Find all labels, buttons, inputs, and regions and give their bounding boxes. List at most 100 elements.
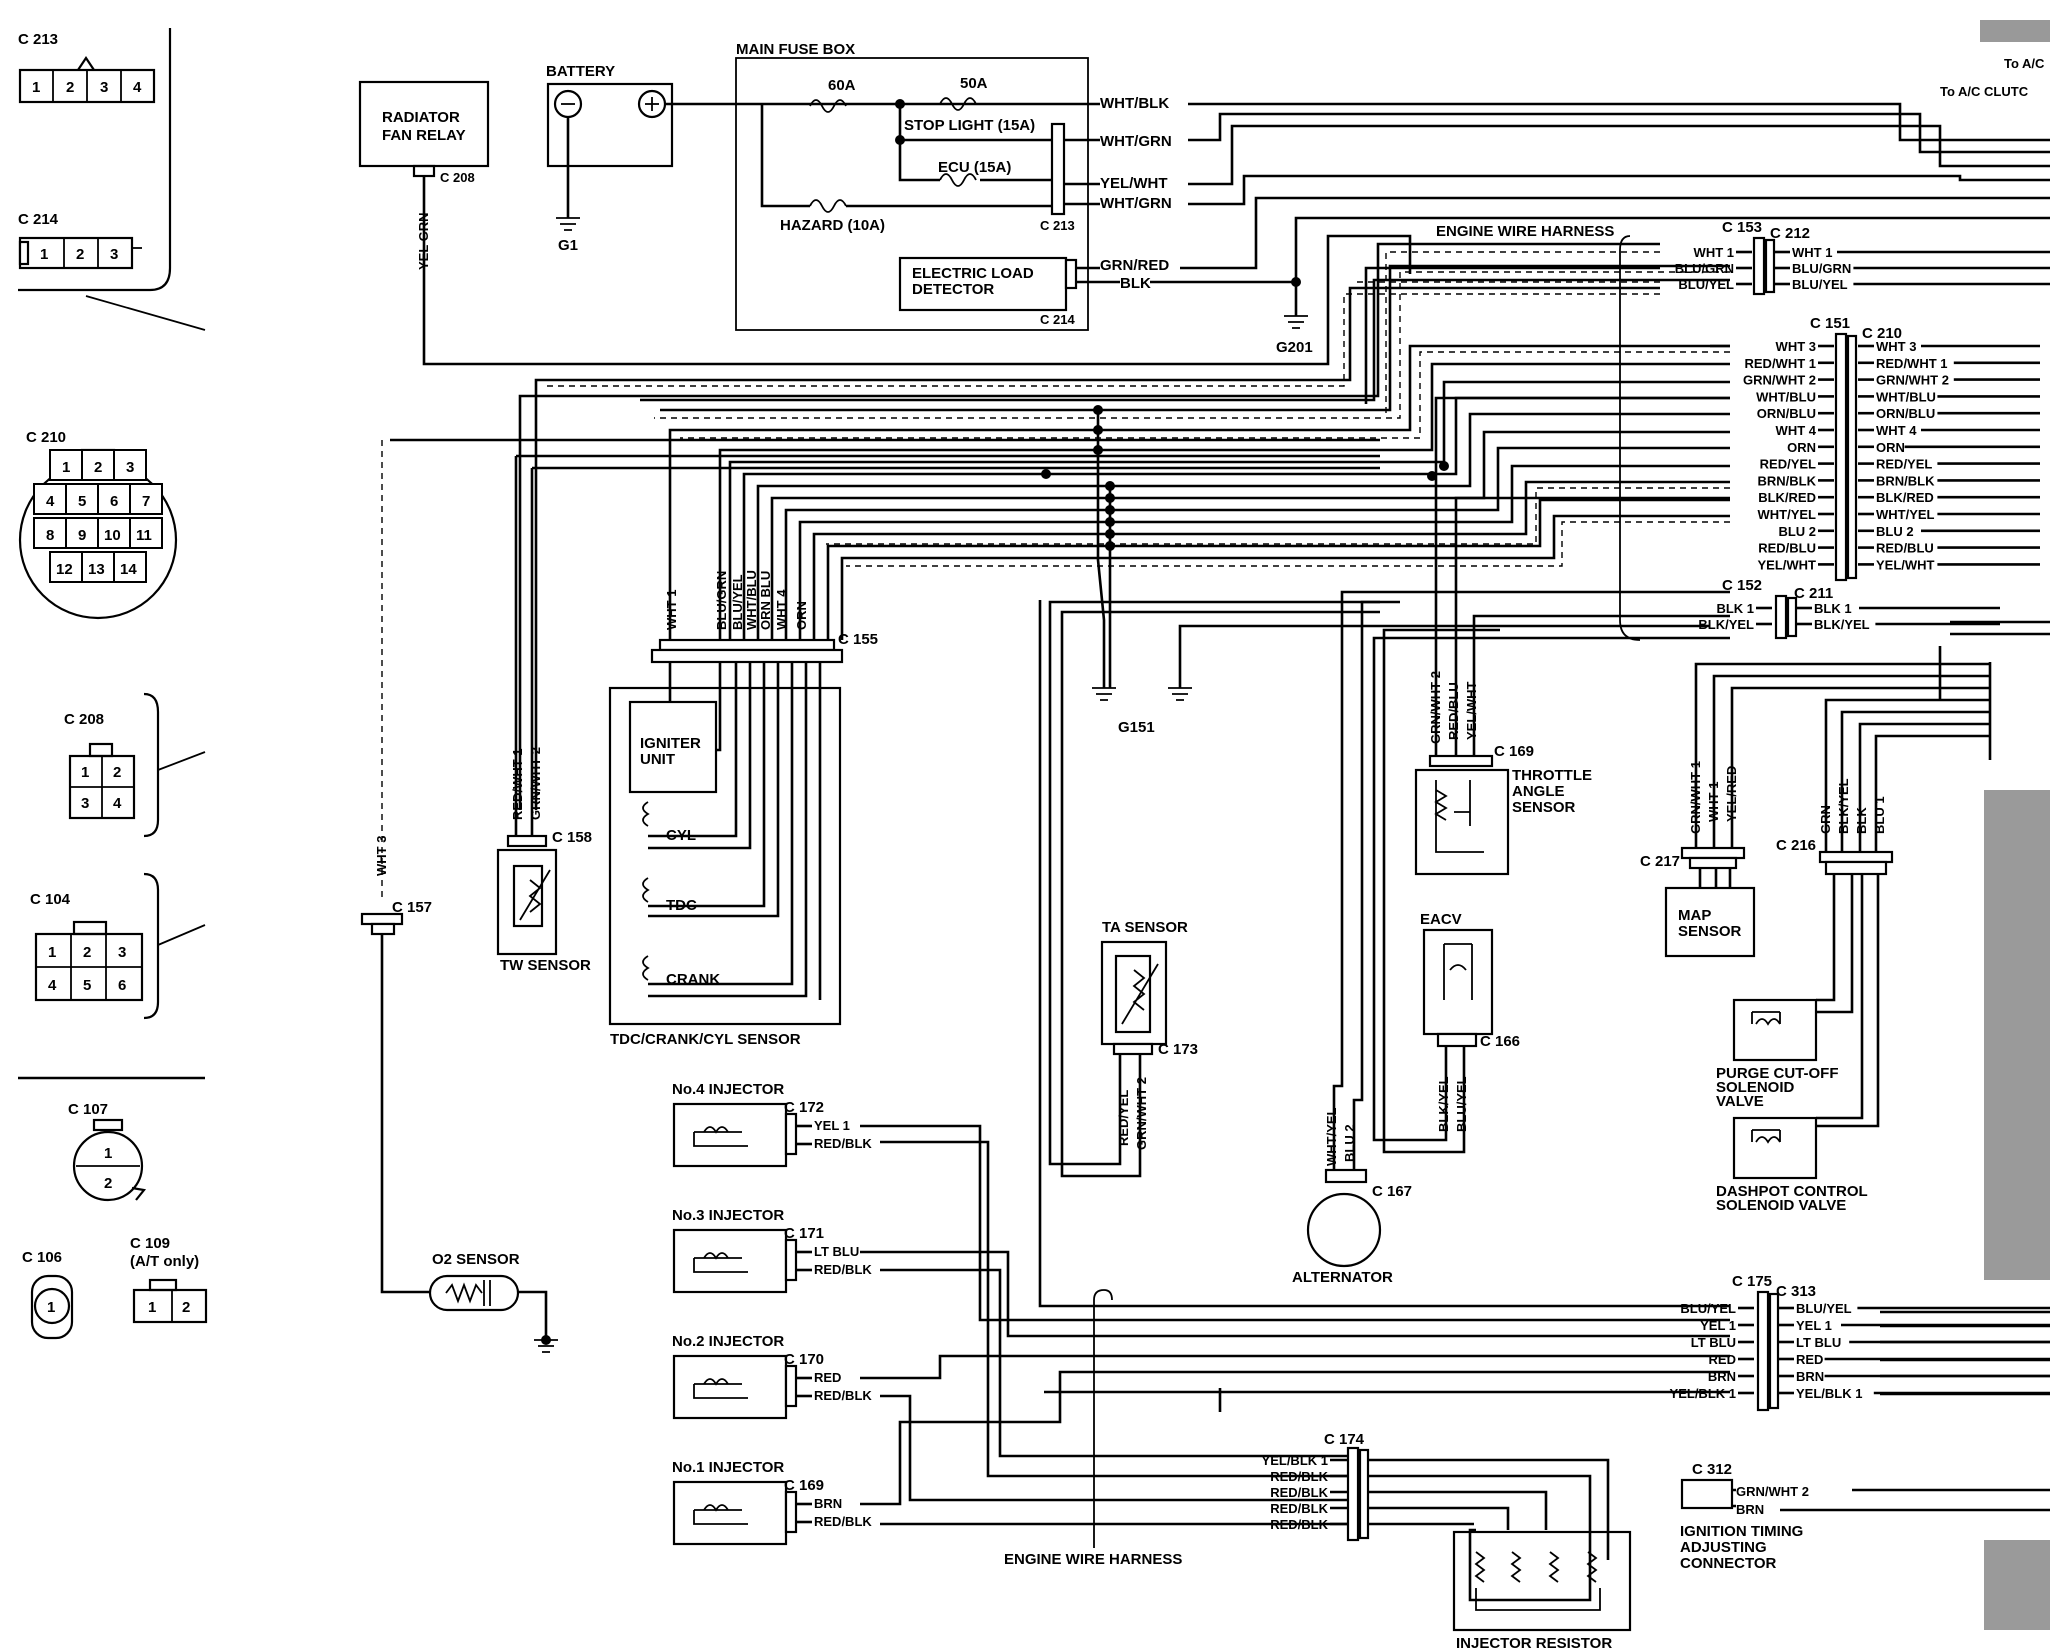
c214-pin: 1: [40, 246, 48, 263]
wire-label: ORN BLU: [758, 571, 773, 630]
svg-text:RADIATOR: RADIATOR: [382, 109, 460, 126]
battery: BATTERY G1: [546, 63, 674, 254]
svg-text:WHT 3: WHT 3: [374, 836, 389, 876]
wire-label: ORN/BLU: [1876, 406, 1935, 421]
wire-label: RED/BLK: [814, 1262, 872, 1277]
c210-pin: 1: [62, 459, 70, 476]
svg-text:1: 1: [48, 944, 56, 961]
svg-text:C 212: C 212: [1770, 225, 1810, 242]
wire-label: RED/BLK: [1270, 1485, 1328, 1500]
wire-label: BLU/YEL: [730, 574, 745, 630]
c210-pin: 3: [126, 459, 134, 476]
ta-sensor: TA SENSOR C 173 RED/YEL GRN/WHT 2: [1048, 600, 1380, 1178]
svg-text:ANGLE: ANGLE: [1512, 783, 1565, 800]
c208-legend-connector: 1 2 3 4: [68, 692, 206, 838]
wire-label: RED/BLK: [814, 1514, 872, 1529]
c109-legend-connector: 1 2: [132, 1278, 208, 1324]
c208-tag: C 208: [440, 170, 475, 185]
wire-label: BRN/BLK: [1758, 473, 1817, 488]
c109-legend-label: C 109: [130, 1235, 170, 1252]
map-sensor: GRN/WHT 1 WHT 1 YEL/RED C 217 MAP SENSOR: [1640, 662, 1990, 958]
svg-text:GRN/WHT 2: GRN/WHT 2: [1736, 1484, 1809, 1499]
wire-label: BLK/RED: [1758, 490, 1816, 505]
svg-text:RED/BLU: RED/BLU: [1446, 682, 1461, 740]
svg-text:TDC/CRANK/CYL SENSOR: TDC/CRANK/CYL SENSOR: [610, 1031, 801, 1048]
wire-label: YEL/BLK 1: [1796, 1386, 1862, 1401]
svg-text:GRN/WHT 2: GRN/WHT 2: [528, 747, 543, 820]
svg-text:ECU (15A): ECU (15A): [938, 159, 1011, 176]
wire-label: YEL 1: [1796, 1318, 1832, 1333]
svg-text:C 171: C 171: [784, 1225, 824, 1242]
wire-label: RED: [814, 1370, 841, 1385]
c210-pin: 5: [78, 493, 86, 510]
wire-label: BLU/GRN: [1792, 261, 1851, 276]
eacv: EACV C 166 BLK/YEL BLU/YEL: [1372, 628, 1730, 1154]
wire-label: YEL/BLK 1: [1262, 1453, 1328, 1468]
c210-pin: 9: [78, 527, 86, 544]
svg-text:C 157: C 157: [392, 899, 432, 916]
svg-text:TA SENSOR: TA SENSOR: [1102, 919, 1188, 936]
c174-connector: C 174 YEL/BLK 1RED/BLKRED/BLKRED/BLKRED/…: [1262, 1431, 1610, 1602]
c214-legend-label: C 214: [18, 211, 59, 228]
svg-text:ADJUSTING: ADJUSTING: [1680, 1539, 1767, 1556]
c210-pin: 11: [136, 527, 152, 544]
svg-text:C 166: C 166: [1480, 1033, 1520, 1050]
wire-label: YEL 1: [1700, 1318, 1736, 1333]
wire-label: BLU/GRN: [1675, 261, 1734, 276]
to-ac-label: To A/C: [2004, 56, 2045, 71]
wire-label: WHT/YEL: [1758, 507, 1817, 522]
to-ac-clutch-label: To A/C CLUTC: [1940, 84, 2029, 99]
svg-text:2: 2: [113, 764, 121, 781]
svg-text:C 312: C 312: [1692, 1461, 1732, 1478]
svg-text:BLK: BLK: [1854, 807, 1869, 834]
svg-text:C 151: C 151: [1810, 315, 1850, 332]
svg-text:C 210: C 210: [1862, 325, 1902, 342]
o2-sensor: WHT 3 C 157 O2 SENSOR: [360, 836, 558, 1353]
svg-text:1: 1: [81, 764, 89, 781]
svg-text:GRN/WHT 2: GRN/WHT 2: [1134, 1077, 1149, 1150]
wire-label: RED/BLK: [814, 1388, 872, 1403]
svg-text:1: 1: [148, 1299, 156, 1316]
wire-label: GRN/RED: [1100, 257, 1169, 274]
svg-text:3: 3: [81, 795, 89, 812]
svg-text:C 153: C 153: [1722, 219, 1762, 236]
throttle-angle-sensor: GRN/WHT 2 RED/BLU YEL/WHT C 169 THROTTLE…: [1414, 396, 1730, 876]
c214-tag: C 214: [1040, 312, 1075, 327]
wire-label: ORN: [1876, 440, 1905, 455]
svg-text:C 170: C 170: [784, 1351, 824, 1368]
wire-label: LT BLU: [814, 1244, 859, 1259]
wire-label: WHT/BLK: [1100, 95, 1169, 112]
wire-label: WHT/GRN: [1100, 195, 1172, 212]
svg-text:IGNITION TIMING: IGNITION TIMING: [1680, 1523, 1803, 1540]
svg-text:RED/WHT 1: RED/WHT 1: [510, 749, 525, 821]
svg-text:BLK/YEL: BLK/YEL: [1836, 778, 1851, 834]
c104-legend-connector: 1 2 3 4 5 6: [34, 872, 206, 1020]
wire-label: WHT/BLU: [744, 570, 759, 630]
svg-text:60A: 60A: [828, 77, 856, 94]
wire-label: WHT/GRN: [1100, 133, 1172, 150]
svg-text:RED/YEL: RED/YEL: [1116, 1090, 1131, 1146]
wire-label: RED/BLU: [1758, 541, 1816, 556]
svg-text:4: 4: [113, 795, 122, 812]
svg-text:SOLENOID VALVE: SOLENOID VALVE: [1716, 1197, 1846, 1214]
svg-text:ELECTRIC LOAD: ELECTRIC LOAD: [912, 265, 1034, 282]
svg-text:2: 2: [83, 944, 91, 961]
wire-label: YEL/WHT: [1758, 557, 1817, 572]
wire-label: BRN: [814, 1496, 842, 1511]
c106-legend-label: C 106: [22, 1249, 62, 1266]
svg-text:2: 2: [182, 1299, 190, 1316]
g151-label: G151: [1118, 719, 1155, 736]
svg-text:DETECTOR: DETECTOR: [912, 281, 994, 298]
wire-label: WHT/BLU: [1876, 389, 1936, 404]
wire-label: WHT 1: [664, 590, 679, 630]
svg-text:BLU/YEL: BLU/YEL: [1454, 1076, 1469, 1132]
wire-label: YEL/BLK 1: [1670, 1386, 1736, 1401]
svg-text:BATTERY: BATTERY: [546, 63, 615, 80]
wire-label: BLK/YEL: [1814, 617, 1870, 632]
svg-text:No.1 INJECTOR: No.1 INJECTOR: [672, 1459, 784, 1476]
c214-pin: 2: [76, 246, 84, 263]
wire-label: RED/BLK: [1270, 1469, 1328, 1484]
